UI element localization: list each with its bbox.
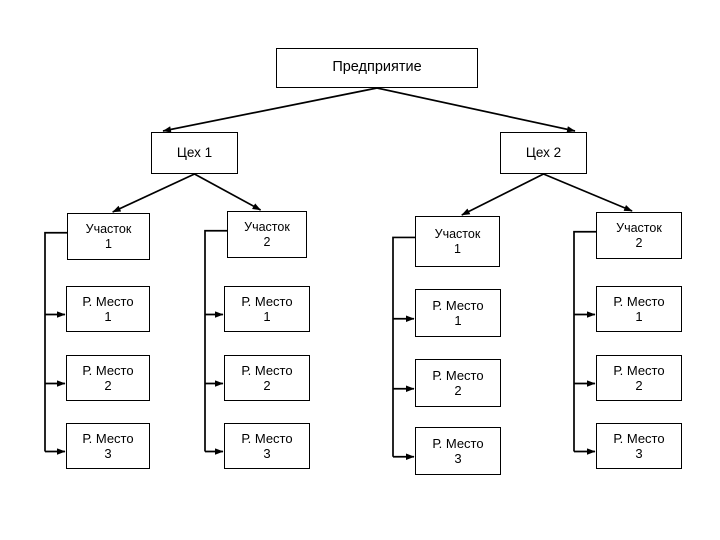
node-workplace-8-line1: Р. Место <box>432 367 484 383</box>
node-area-3-line1: Участок <box>434 226 481 241</box>
connector-shop-1-to-area-1 <box>112 173 195 213</box>
connector-bus-area-2 <box>204 229 227 452</box>
node-workplace-1-line2: 1 <box>104 309 112 324</box>
node-workplace-3-line1: Р. Место <box>82 430 134 446</box>
node-workplace-5-line2: 2 <box>263 378 271 393</box>
node-workplace-9-line1: Р. Место <box>432 435 484 451</box>
node-workplace-9-line2: 3 <box>454 451 462 466</box>
node-area-4-line2: 2 <box>635 235 643 250</box>
node-workplace-4-line1: Р. Место <box>241 293 293 309</box>
node-workplace-10-line1: Р. Место <box>613 293 665 309</box>
node-area-3-line2: 1 <box>454 241 461 256</box>
node-shop-1-label: Цех 1 <box>176 145 213 161</box>
node-area-2-line1: Участок <box>244 219 290 234</box>
node-shop-1[interactable]: Цех 1 <box>151 132 238 174</box>
connector-bus-area-4 <box>573 230 596 452</box>
node-workplace-12-line2: 3 <box>635 446 643 461</box>
node-shop-2-label: Цех 2 <box>525 145 562 161</box>
node-workplace-12-line1: Р. Место <box>613 430 665 446</box>
node-enterprise-label: Предприятие <box>332 59 422 76</box>
node-workplace-2-line2: 2 <box>104 378 112 393</box>
node-area-1-line1: Участок <box>85 221 132 236</box>
node-workplace-11-line2: 2 <box>635 378 643 393</box>
node-workplace-11-line1: Р. Место <box>613 362 665 378</box>
connector-enterprise-to-shop-1 <box>162 87 378 133</box>
node-workplace-6-line1: Р. Место <box>241 430 293 446</box>
connector-bus-area-3 <box>392 236 415 457</box>
node-workplace-3-line2: 3 <box>104 446 112 461</box>
connector-shop-2-to-area-4 <box>543 173 633 212</box>
connector-enterprise-to-shop-2 <box>376 87 576 133</box>
node-shop-2[interactable]: Цех 2 <box>500 132 587 174</box>
node-workplace-1-line1: Р. Место <box>82 293 134 309</box>
node-workplace-6-line2: 3 <box>263 446 271 461</box>
node-workplace-7-line1: Р. Место <box>432 297 484 313</box>
node-area-2-line2: 2 <box>263 234 271 249</box>
connector-shop-2-to-area-3 <box>461 173 544 216</box>
connector-shop-1-to-area-2 <box>194 173 262 211</box>
node-workplace-5-line1: Р. Место <box>241 362 293 378</box>
node-enterprise[interactable]: Предприятие <box>276 48 478 88</box>
node-workplace-10-line2: 1 <box>635 309 643 324</box>
connector-bus-area-1 <box>44 231 67 452</box>
node-workplace-8-line2: 2 <box>454 383 462 398</box>
node-workplace-7-line2: 1 <box>454 313 462 328</box>
node-area-4-line1: Участок <box>616 220 662 235</box>
node-area-1-line2: 1 <box>105 236 112 251</box>
node-workplace-2-line1: Р. Место <box>82 362 134 378</box>
node-workplace-4-line2: 1 <box>263 309 271 324</box>
